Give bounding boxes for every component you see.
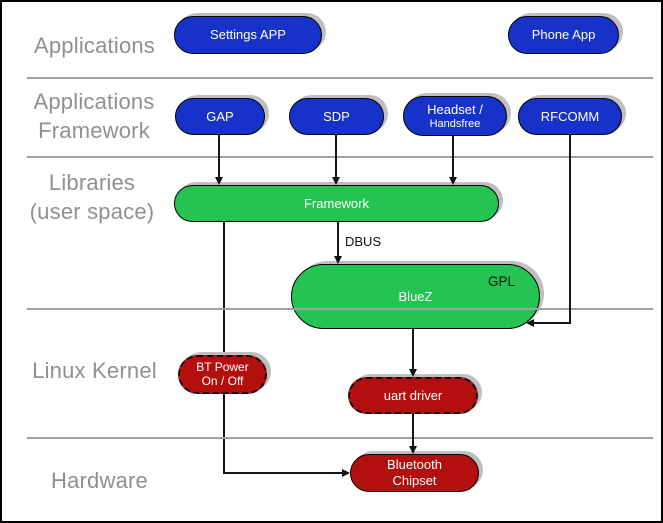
divider-libraries	[27, 308, 653, 310]
divider-applications	[27, 77, 653, 79]
arrowhead-framework-bluez	[333, 256, 342, 264]
node-bt-power: BT Power On / Off	[178, 355, 267, 394]
layer-label-applications-framework: Applications Framework	[33, 89, 155, 143]
arrowhead-bluez-uart	[408, 369, 417, 377]
node-sdp: SDP	[289, 98, 384, 135]
edge-rfcomm-horizontal	[533, 322, 571, 324]
layer-label-libraries-user-space: Libraries (user space)	[29, 170, 155, 224]
node-uart-driver: uart driver	[348, 377, 478, 414]
divider-applications-framework	[27, 156, 653, 158]
edge-bluez-to-uart	[412, 329, 414, 370]
dbus-edge-label: DBUS	[345, 234, 382, 249]
edge-framework-to-chipset-horizontal	[223, 472, 343, 474]
node-settings-app: Settings APP	[174, 16, 322, 54]
edge-sdp-to-framework	[335, 135, 337, 178]
edge-framework-to-bluez	[337, 222, 339, 257]
layer-label-hardware: Hardware	[51, 468, 148, 493]
arrowhead-uart-chipset	[408, 446, 417, 454]
divider-linux-kernel	[27, 437, 653, 439]
node-headset-handsfree: Headset / Handsfree	[403, 96, 507, 136]
node-bluetooth-chipset: Bluetooth Chipset	[350, 454, 479, 492]
arrowhead-sdp-framework	[331, 177, 340, 185]
edge-framework-to-chipset-vertical	[223, 222, 225, 474]
arrowhead-gap-framework	[214, 177, 223, 185]
headset-label-line1: Headset /	[427, 102, 483, 118]
edge-uart-to-chipset	[412, 414, 414, 447]
node-bluez: GPL BlueZ	[291, 264, 540, 329]
node-gap: GAP	[175, 98, 265, 135]
bluez-label: BlueZ	[398, 288, 433, 304]
node-framework: Framework	[174, 185, 499, 222]
edge-gap-to-framework	[218, 135, 220, 178]
edge-headset-to-framework	[452, 136, 454, 178]
headset-label-line2: Handsfree	[429, 117, 481, 130]
gpl-badge: GPL	[487, 274, 515, 289]
arrowhead-into-chipset	[342, 468, 350, 477]
node-rfcomm: RFCOMM	[518, 98, 622, 135]
arrowhead-into-bluez	[526, 318, 534, 327]
layer-label-linux-kernel: Linux Kernel	[32, 358, 157, 383]
arrowhead-headset-framework	[448, 177, 457, 185]
edge-rfcomm-vertical	[569, 135, 571, 324]
node-phone-app: Phone App	[508, 16, 619, 54]
layer-label-applications: Applications	[33, 33, 156, 58]
